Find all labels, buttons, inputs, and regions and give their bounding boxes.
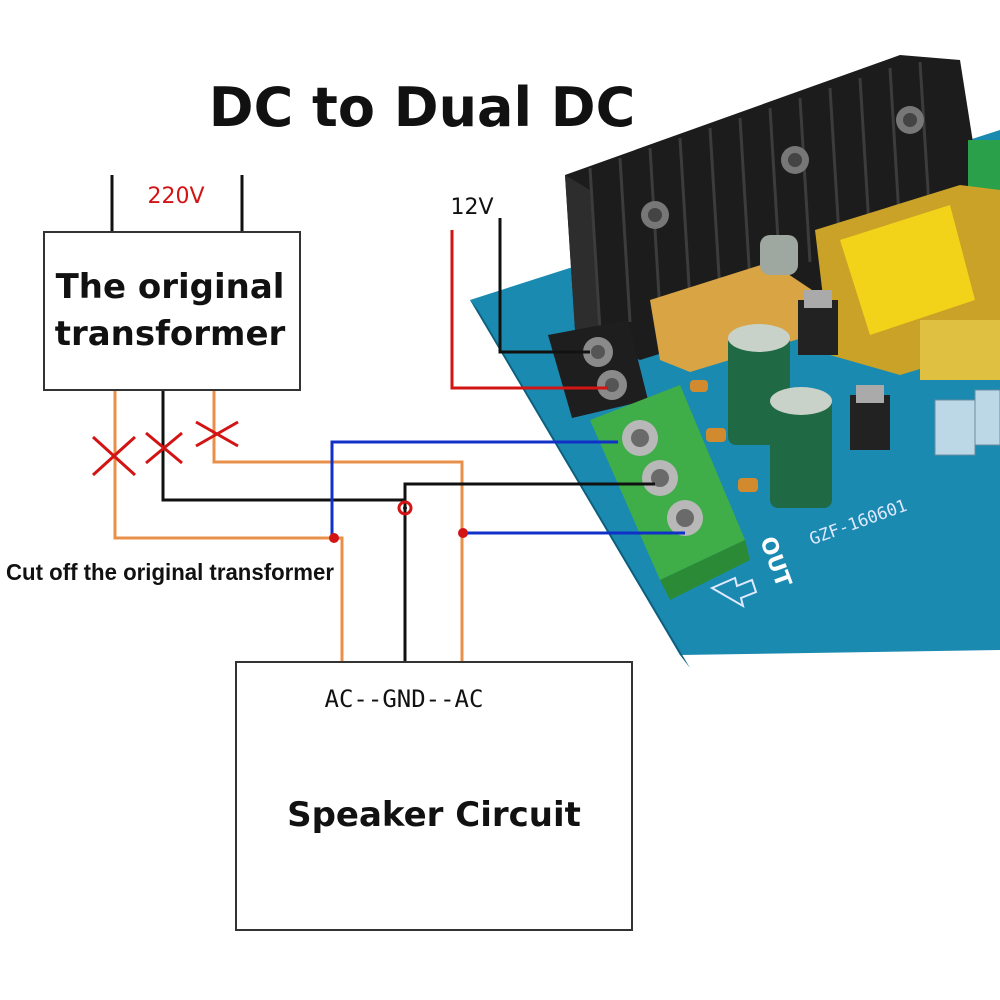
heatsink [565,55,990,360]
cross-icon [91,435,137,477]
wire-12v-black [498,218,590,354]
output-terminal [590,385,750,600]
input-terminal [548,320,648,418]
page-title: DC to Dual DC [209,76,635,139]
wire-black-center [161,390,405,502]
electrolytic-capacitors [728,324,832,508]
transformer-label-line1: The original [56,267,285,307]
converter-board: GZF-160601 OUT [470,55,1000,668]
wire-orange-left [113,390,344,662]
wire-blue-top [330,440,618,538]
cross-icon [145,431,183,465]
out-arrow-icon [709,576,758,609]
speaker-terminals-label: AC--GND--AC [325,685,484,713]
wires [110,175,685,662]
junction-dots [329,500,468,543]
wire-12v-red [450,230,608,390]
cut-off-note: Cut off the original transformer [6,559,334,585]
cut-marks [91,420,239,477]
voltage-220-label: 220V [147,184,204,209]
board-transformer [815,185,1000,380]
cross-icon [195,420,239,448]
transformer-label-line2: transformer [55,314,286,354]
original-transformer-box [43,231,301,391]
speaker-circuit-label: Speaker Circuit [287,795,581,835]
speaker-circuit-box [235,661,633,931]
wire-gnd [403,482,655,662]
wire-orange-right [212,390,464,662]
voltage-12-label: 12V [450,195,493,220]
